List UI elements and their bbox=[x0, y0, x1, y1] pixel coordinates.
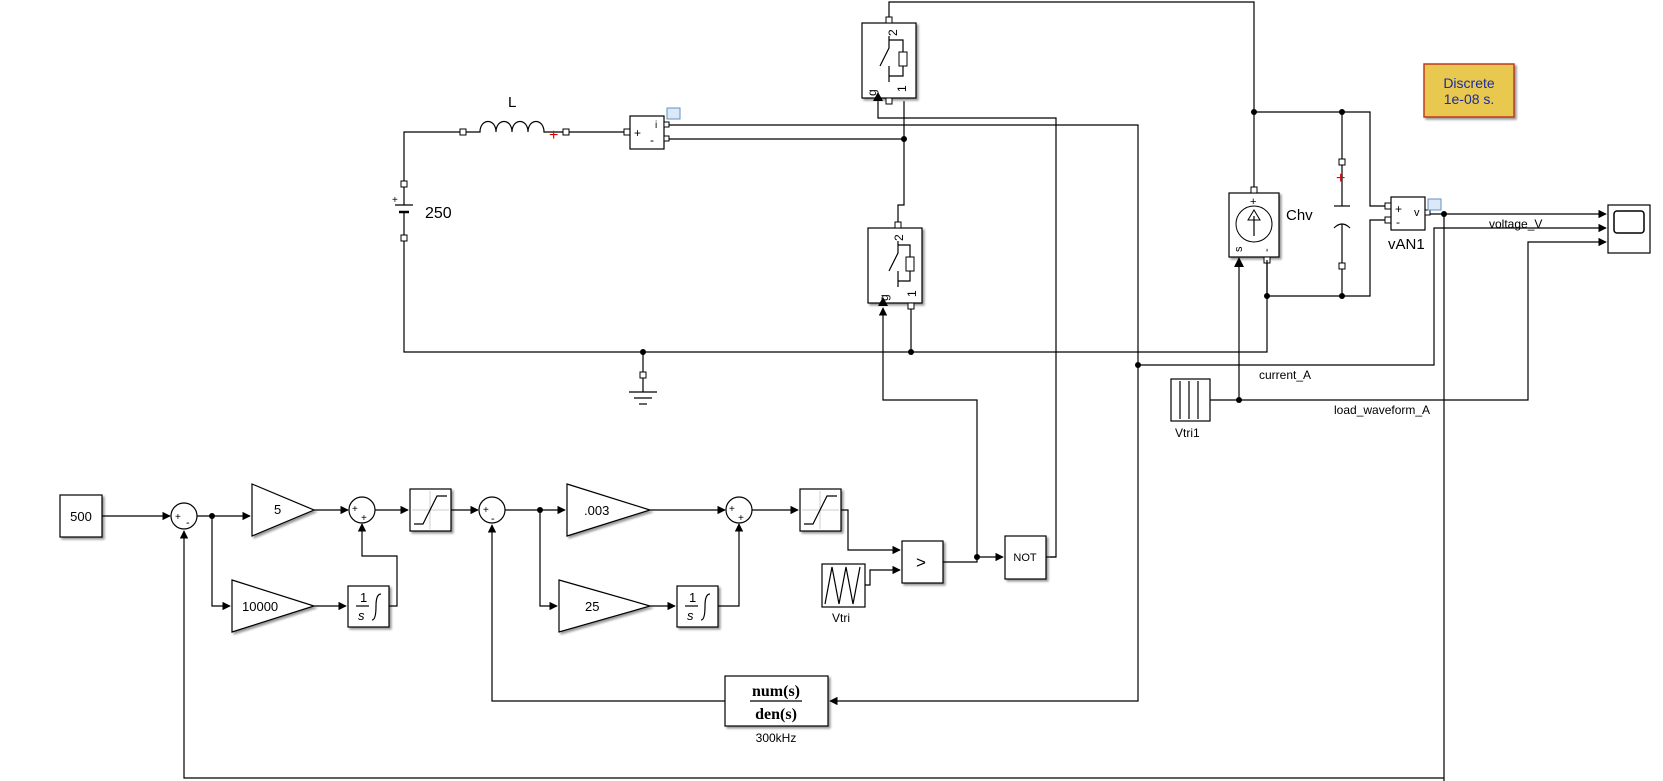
switch-bottom-p1: 1 bbox=[905, 290, 919, 297]
gain-25[interactable]: 25 bbox=[558, 579, 653, 633]
saturation-2[interactable] bbox=[799, 488, 842, 532]
inductor-block[interactable]: + L bbox=[459, 94, 570, 144]
sum3-plus: + bbox=[483, 505, 489, 516]
int1-den: s bbox=[358, 608, 365, 623]
vmeas-plus: + bbox=[1395, 202, 1402, 216]
capacitor[interactable]: + bbox=[1333, 158, 1351, 270]
ideal-switch-bottom[interactable]: 2 g 1 bbox=[867, 221, 923, 310]
solver-line2: 1e-08 s. bbox=[1444, 91, 1495, 107]
int1-num: 1 bbox=[360, 590, 367, 605]
chv-s: s bbox=[1233, 246, 1245, 252]
inductor-label: L bbox=[508, 94, 516, 111]
svg-text:+: + bbox=[392, 195, 398, 206]
gain-i1-value: 10000 bbox=[242, 599, 278, 614]
chv-minus: - bbox=[1261, 248, 1273, 252]
vtri-repeating-sequence[interactable]: Vtri bbox=[821, 563, 866, 625]
sum4-plus-b: + bbox=[738, 513, 744, 524]
sum-4[interactable]: + + bbox=[725, 496, 753, 524]
scope-screen-icon bbox=[1613, 210, 1645, 234]
vmeas-out: v bbox=[1414, 207, 1420, 219]
not-op: NOT bbox=[1013, 552, 1037, 564]
current-meas-out: i bbox=[655, 120, 657, 131]
dc-source-label: 250 bbox=[425, 205, 452, 222]
powergui-solver-block[interactable]: Discrete 1e-08 s. bbox=[1423, 63, 1515, 118]
gain-p1-value: 5 bbox=[274, 502, 281, 517]
voltage-measurement-vAN1[interactable]: + - v vAN1 bbox=[1384, 196, 1442, 253]
sum-3[interactable]: + - bbox=[478, 496, 506, 525]
gain-0-003[interactable]: .003 bbox=[566, 483, 653, 537]
tf-label: 300kHz bbox=[756, 731, 797, 745]
relational-op: > bbox=[916, 553, 926, 572]
sum2-plus-b: + bbox=[361, 513, 367, 524]
solver-line1: Discrete bbox=[1443, 75, 1495, 91]
scope-block[interactable] bbox=[1607, 204, 1651, 254]
switch-top-g: g bbox=[865, 89, 879, 96]
switch-top-p1: 1 bbox=[895, 85, 909, 92]
vtri-label: Vtri bbox=[832, 611, 850, 625]
int2-den: s bbox=[687, 608, 694, 623]
ground-symbol bbox=[629, 371, 657, 405]
integrator-2[interactable]: 1 s bbox=[676, 585, 719, 628]
sum3-minus: - bbox=[491, 513, 495, 525]
port-badge-icon bbox=[666, 107, 681, 120]
current-meas-plus: + bbox=[634, 126, 641, 140]
transfer-function-300khz[interactable]: num(s) den(s) 300kHz bbox=[724, 675, 829, 745]
signal-load-label: load_waveform_A bbox=[1334, 403, 1430, 417]
signal-voltage-label: voltage_V bbox=[1489, 217, 1542, 231]
sum-2[interactable]: + + bbox=[348, 496, 376, 524]
switch-bottom-p2: 2 bbox=[892, 234, 906, 241]
dc-voltage-source[interactable]: + 250 bbox=[392, 180, 452, 242]
ideal-switch-top[interactable]: 2 g 1 bbox=[861, 16, 917, 105]
controlled-current-source-chv[interactable]: + s - Chv bbox=[1228, 186, 1313, 267]
port-badge-icon bbox=[1427, 198, 1442, 211]
switch-bottom-g: g bbox=[877, 294, 891, 301]
chv-label: Chv bbox=[1286, 207, 1313, 224]
switch-top-p2: 2 bbox=[886, 29, 900, 36]
constant-500[interactable]: 500 bbox=[59, 494, 103, 538]
vmeas-minus: - bbox=[1396, 215, 1400, 229]
svg-text:+: + bbox=[1336, 170, 1345, 187]
logical-not[interactable]: NOT bbox=[1004, 535, 1047, 580]
current-meas-minus: - bbox=[650, 133, 654, 147]
tf-den: den(s) bbox=[755, 706, 797, 723]
gain-i2-value: 25 bbox=[585, 599, 599, 614]
sum4-plus-a: + bbox=[729, 504, 735, 515]
sum-1[interactable]: + - bbox=[170, 502, 198, 530]
gain-p2-value: .003 bbox=[584, 503, 609, 518]
gain-10000[interactable]: 10000 bbox=[231, 579, 316, 633]
vtri1-repeating-sequence[interactable]: Vtri1 bbox=[1170, 378, 1211, 440]
vmeas-label: vAN1 bbox=[1388, 236, 1425, 253]
sum1-plus: + bbox=[175, 512, 181, 523]
relational-operator[interactable]: > bbox=[901, 540, 944, 584]
constant-value: 500 bbox=[70, 509, 92, 524]
tf-num: num(s) bbox=[752, 683, 800, 700]
svg-text:+: + bbox=[549, 127, 558, 144]
signal-current-label: current_A bbox=[1259, 368, 1311, 382]
sum2-plus-a: + bbox=[352, 504, 358, 515]
current-measurement-block[interactable]: + - i bbox=[623, 107, 681, 150]
gain-5[interactable]: 5 bbox=[251, 483, 316, 537]
int2-num: 1 bbox=[689, 590, 696, 605]
sum1-minus: - bbox=[186, 517, 190, 529]
integrator-1[interactable]: 1 s bbox=[347, 585, 390, 628]
saturation-1[interactable] bbox=[409, 488, 452, 532]
vtri1-label: Vtri1 bbox=[1175, 426, 1200, 440]
chv-plus: + bbox=[1250, 196, 1256, 208]
